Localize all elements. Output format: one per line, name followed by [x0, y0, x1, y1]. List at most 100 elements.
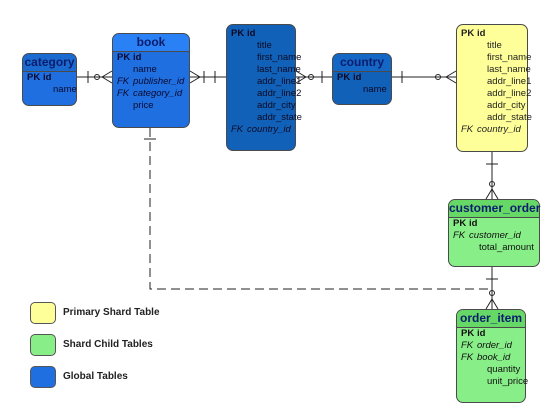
- foreign-key-marker: FK: [461, 352, 474, 363]
- column-name: id: [247, 28, 256, 39]
- entity-title: book: [113, 34, 189, 52]
- foreign-key-marker: FK: [117, 88, 130, 99]
- primary-key-marker: PK: [461, 28, 475, 39]
- entity-title: order_item: [457, 310, 525, 328]
- entity-title: category: [23, 54, 76, 72]
- column-name: addr_line2: [487, 88, 532, 99]
- entity-row: addr_state: [457, 112, 532, 124]
- entity-row: addr_line1: [457, 76, 531, 88]
- column-name: addr_line1: [487, 76, 532, 87]
- entity-row: name: [23, 84, 77, 96]
- rel-mark: [489, 290, 495, 296]
- legend-label: Primary Shard Table: [63, 307, 160, 318]
- legend-swatch-shard-child: [30, 334, 56, 356]
- entity-row: first_name: [227, 52, 301, 64]
- foreign-key-marker: FK: [461, 340, 474, 351]
- entity-row: quantity: [457, 364, 525, 376]
- column-name: country_id: [247, 124, 291, 135]
- primary-key-marker: PK: [231, 28, 245, 39]
- column-name: last_name: [487, 64, 531, 75]
- column-name: book_id: [477, 352, 511, 363]
- column-name: title: [487, 40, 502, 51]
- column-name: publisher_id: [133, 76, 185, 87]
- rel-crowfoot: [445, 70, 457, 84]
- column-name: last_name: [257, 64, 301, 75]
- entity-row: addr_city: [457, 100, 527, 112]
- column-name: addr_state: [257, 112, 302, 123]
- entity-row: title: [457, 40, 527, 52]
- rel-crowfoot: [189, 70, 201, 84]
- rel-mark: [489, 181, 495, 187]
- entity-row: last_name: [227, 64, 301, 76]
- column-name: order_id: [477, 340, 512, 351]
- entity-row: addr_line2: [227, 88, 301, 100]
- column-name: addr_line2: [257, 88, 302, 99]
- rel-mark: [435, 74, 441, 80]
- column-name: id: [477, 28, 486, 39]
- column-name: addr_city: [257, 100, 296, 111]
- foreign-key-marker: FK: [117, 76, 130, 87]
- column-name: name: [363, 84, 387, 95]
- primary-key-marker: PK: [337, 72, 351, 83]
- column-name: price: [133, 100, 154, 111]
- entity-row: name: [333, 84, 391, 96]
- rel-crowfoot: [295, 70, 307, 84]
- foreign-key-marker: FK: [461, 124, 474, 135]
- column-name: id: [477, 328, 486, 339]
- rel-crowfoot: [485, 188, 499, 200]
- column-name: quantity: [487, 364, 521, 375]
- legend-label: Shard Child Tables: [63, 339, 153, 350]
- column-name: addr_line1: [257, 76, 302, 87]
- legend-swatch-global: [30, 366, 56, 388]
- entity-row: addr_city: [227, 100, 296, 112]
- entity-row: first_name: [457, 52, 531, 64]
- column-name: first_name: [487, 52, 532, 63]
- column-name: id: [353, 72, 362, 83]
- column-name: category_id: [133, 88, 183, 99]
- legend-swatch-primary-shard: [30, 302, 56, 324]
- entity-row: total_amount: [449, 242, 539, 254]
- column-name: name: [133, 64, 157, 75]
- column-name: addr_city: [487, 100, 526, 111]
- entity-row: name: [113, 64, 189, 76]
- legend-label: Global Tables: [63, 371, 128, 382]
- entity-row: unit_price: [457, 376, 529, 388]
- primary-key-marker: PK: [453, 218, 467, 229]
- rel-mark: [308, 74, 314, 80]
- rel-crowfoot: [101, 70, 113, 84]
- entity-title: country: [333, 54, 391, 72]
- entity-row: price: [113, 100, 189, 112]
- foreign-key-marker: FK: [453, 230, 466, 241]
- column-name: name: [53, 84, 77, 95]
- entity-row: addr_line1: [227, 76, 301, 88]
- entity-row: addr_line2: [457, 88, 531, 100]
- foreign-key-marker: FK: [231, 124, 244, 135]
- column-name: unit_price: [487, 376, 529, 387]
- rel-crowfoot: [485, 298, 499, 310]
- entity-row: last_name: [457, 64, 531, 76]
- rel-book-orderitem: [149, 128, 492, 290]
- column-name: id: [133, 52, 142, 63]
- column-name: total_amount: [479, 242, 534, 253]
- column-name: country_id: [477, 124, 521, 135]
- entity-row: title: [227, 40, 295, 52]
